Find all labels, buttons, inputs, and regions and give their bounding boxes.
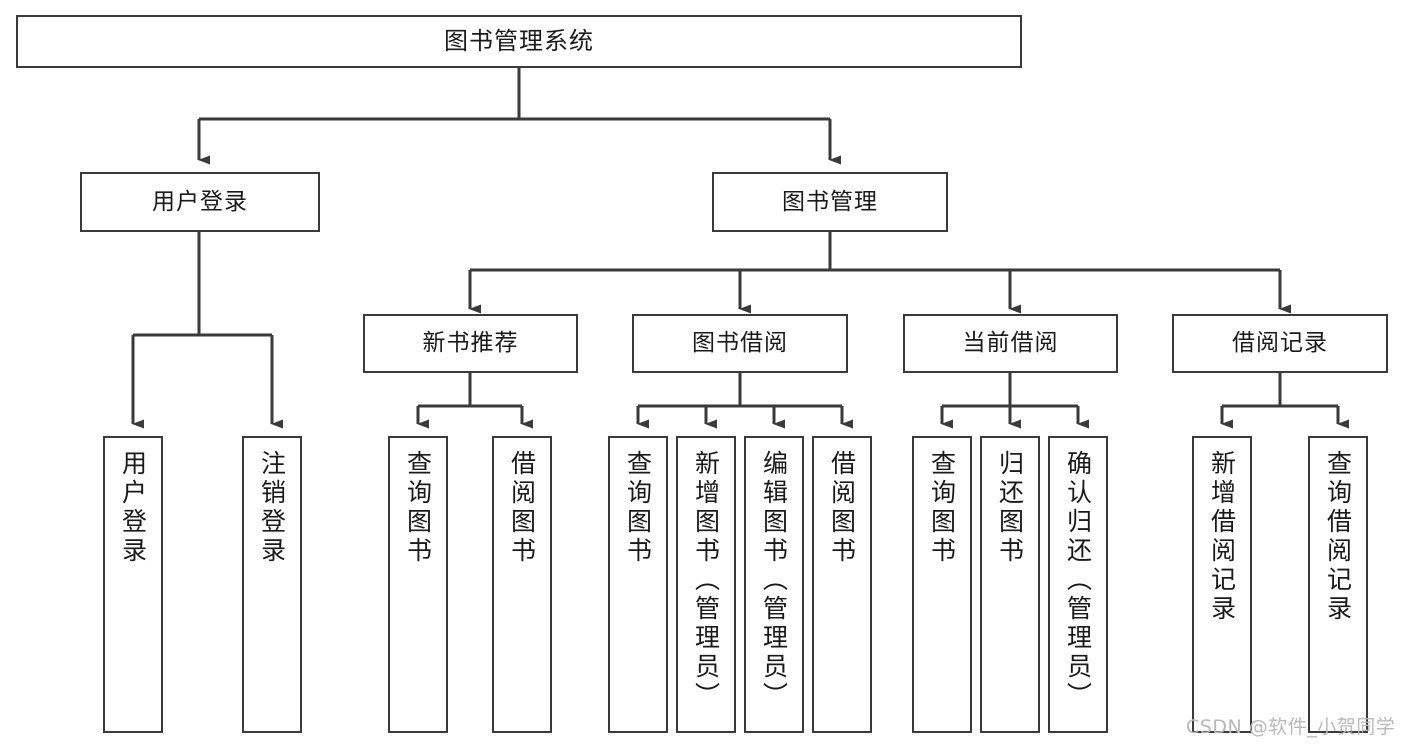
leaf-newbook-borrow-book[interactable]: 借阅图书 — [492, 436, 552, 733]
leaf-current-return-book[interactable]: 归还图书 — [980, 436, 1040, 733]
leaf-current-confirm-return[interactable]: 确认归还（管理员） — [1048, 436, 1108, 733]
leaf-borrow-edit-book[interactable]: 编辑图书（管理员） — [744, 436, 804, 733]
node-user-login[interactable]: 用户登录 — [80, 172, 320, 232]
node-label: 图书管理 — [782, 188, 878, 215]
node-label: 图书管理系统 — [444, 26, 594, 55]
node-label: 查询图书 — [403, 450, 433, 566]
node-label: 查询图书 — [623, 450, 653, 566]
node-label: 图书借阅 — [692, 330, 788, 357]
csdn-watermark: CSDN @软件_小贺同学 — [1186, 716, 1396, 738]
node-label: 注销登录 — [257, 450, 287, 566]
node-label: 新书推荐 — [422, 330, 519, 357]
node-new-book-recommend[interactable]: 新书推荐 — [363, 314, 578, 373]
node-label: 借阅图书 — [827, 450, 857, 566]
node-label: 确认归还（管理员） — [1063, 450, 1093, 711]
leaf-borrow-add-book[interactable]: 新增图书（管理员） — [676, 436, 736, 733]
leaf-current-query-book[interactable]: 查询图书 — [912, 436, 972, 733]
leaf-record-query-record[interactable]: 查询借阅记录 — [1308, 436, 1368, 733]
leaf-logout[interactable]: 注销登录 — [242, 436, 302, 733]
node-label: 查询图书 — [927, 450, 957, 566]
node-book-management[interactable]: 图书管理 — [712, 172, 948, 232]
node-label: 新增借阅记录 — [1207, 450, 1237, 624]
node-label: 用户登录 — [152, 188, 248, 215]
leaf-borrow-query-book[interactable]: 查询图书 — [608, 436, 668, 733]
node-book-borrow[interactable]: 图书借阅 — [632, 314, 848, 373]
node-label: 归还图书 — [995, 450, 1025, 566]
node-label: 借阅记录 — [1232, 330, 1328, 357]
leaf-borrow-borrow-book[interactable]: 借阅图书 — [812, 436, 872, 733]
leaf-user-login[interactable]: 用户登录 — [103, 436, 163, 733]
node-root-system[interactable]: 图书管理系统 — [16, 15, 1022, 68]
node-label: 新增图书（管理员） — [691, 450, 721, 711]
leaf-record-add-record[interactable]: 新增借阅记录 — [1192, 436, 1252, 733]
node-label: 查询借阅记录 — [1323, 450, 1353, 624]
leaf-newbook-query-book[interactable]: 查询图书 — [388, 436, 448, 733]
node-label: 用户登录 — [118, 450, 148, 566]
node-borrow-record[interactable]: 借阅记录 — [1172, 314, 1388, 373]
node-label: 编辑图书（管理员） — [759, 450, 789, 711]
node-current-borrow[interactable]: 当前借阅 — [903, 314, 1118, 373]
node-label: 借阅图书 — [507, 450, 537, 566]
node-label: 当前借阅 — [962, 330, 1059, 357]
